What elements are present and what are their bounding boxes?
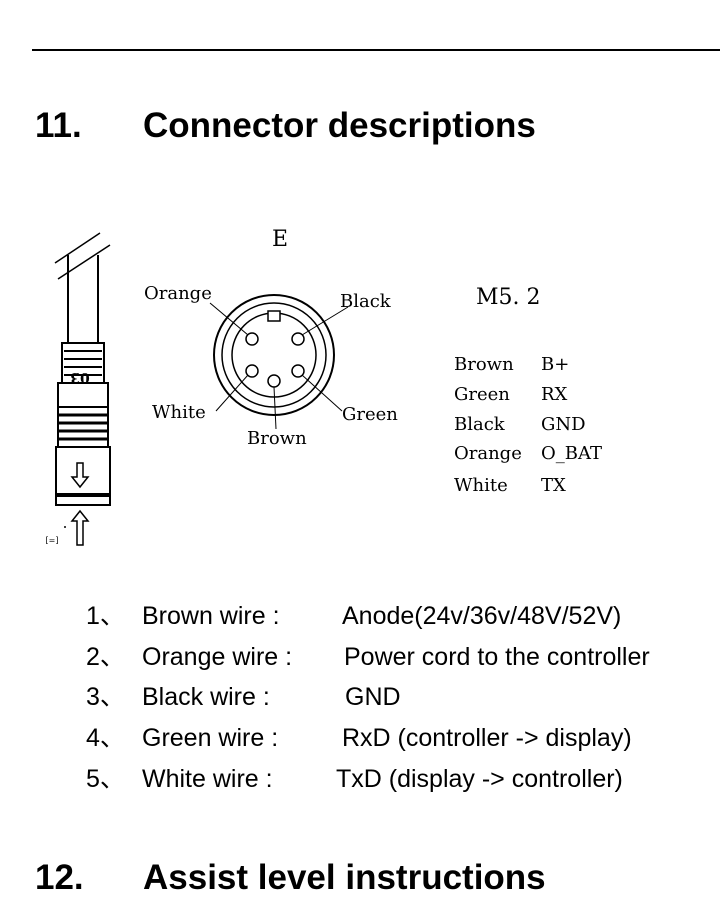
pinout-color: Brown (454, 354, 514, 375)
pinout-signal: O_BAT (541, 443, 602, 464)
plug-note: [=] (46, 536, 59, 545)
wire-function: TxD (display -> controller) (336, 765, 623, 793)
plug-drawing (54, 232, 111, 546)
pinout-color: White (454, 475, 508, 496)
pin-label-brown: Brown (247, 428, 307, 449)
wire-index: 1、 (86, 602, 125, 630)
pinout-table: Brown B+ Green RX Black GND Orange O_BAT… (454, 354, 602, 496)
wire-name: Orange wire : (142, 643, 293, 671)
section-number: 12. (35, 858, 84, 897)
wire-index: 3、 (86, 683, 125, 711)
pinout-signal: TX (541, 475, 566, 496)
pinout-color: Green (454, 384, 510, 405)
pin-label-black: Black (340, 291, 392, 312)
wire-name: Green wire : (142, 724, 279, 752)
wire-name: Brown wire : (142, 602, 280, 630)
pin-green (291, 364, 305, 378)
pinout-signal: GND (541, 414, 586, 435)
section-title: Connector descriptions (143, 106, 536, 145)
pinout-signal: RX (541, 384, 568, 405)
model-label: M5. 2 (476, 285, 541, 310)
wire-index: 5、 (86, 765, 125, 793)
connector-figure: 03 [=] E Orange Black White Green Brown … (0, 215, 720, 560)
wire-name: Black wire : (142, 683, 270, 711)
section-title: Assist level instructions (143, 858, 546, 897)
top-rule (32, 49, 720, 51)
connector-diagram: 03 [=] E Orange Black White Green Brown … (46, 227, 602, 546)
wire-function: Anode(24v/36v/48V/52V) (342, 602, 622, 630)
pin-black (291, 332, 305, 346)
wire-index: 4、 (86, 724, 125, 752)
pinout-signal: B+ (541, 354, 569, 375)
section-number: 11. (35, 106, 82, 145)
section-heading-assist-level: 12. Assist level instructions (35, 860, 546, 895)
plug-marking: 03 (70, 369, 89, 385)
connector-face (209, 294, 349, 430)
wire-function: Power cord to the controller (344, 643, 650, 671)
pinout-color: Orange (454, 443, 522, 464)
section-heading-connector-descriptions: 11. Connector descriptions (35, 108, 536, 143)
wire-index: 2、 (86, 643, 125, 671)
pin-label-white: White (152, 402, 206, 423)
wire-function: RxD (controller -> display) (342, 724, 632, 752)
pin-white (245, 364, 259, 378)
pin-label-orange: Orange (144, 283, 212, 304)
wire-name: White wire : (142, 765, 273, 793)
connector-letter: E (272, 227, 288, 252)
wire-function: GND (345, 683, 401, 711)
pin-label-green: Green (342, 404, 398, 425)
pin-orange (245, 332, 259, 346)
pinout-color: Black (454, 414, 506, 435)
pin-brown (267, 374, 281, 388)
